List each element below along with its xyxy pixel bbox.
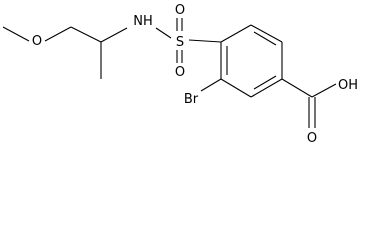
bond-carboxyl-oh: [311, 83, 337, 98]
bonds: [2, 18, 337, 128]
sulfonyl-oxygen-top-label: O: [175, 3, 185, 18]
bond-ring-carboxyl: [281, 78, 313, 98]
hydroxyl-label: OH: [338, 78, 358, 93]
ring-bond-c2-c3: [250, 24, 283, 43]
methoxy-oxygen-label: O: [32, 34, 42, 49]
bond-methoxy-o-ch2: [44, 26, 72, 42]
ring-double-top: [253, 31, 277, 46]
carbonyl-oxygen-label: O: [307, 131, 317, 146]
bond-ring-br: [200, 78, 222, 92]
bond-s-ring: [188, 39, 222, 43]
sulfonyl-oxygen-bottom-label: O: [175, 65, 185, 80]
atom-labels: O NH S O O Br OH O: [32, 3, 358, 146]
bond-methyl-methoxy-o: [2, 26, 30, 42]
bond-ch2-ch: [70, 26, 102, 43]
ring-bond-c4-c5: [250, 78, 283, 98]
ring-double-right: [253, 75, 277, 90]
bond-ch-nh: [100, 27, 128, 43]
structure-diagram: O NH S O O Br OH O: [2, 3, 358, 146]
sulfur-label: S: [176, 35, 184, 50]
ring-bond-c1-c2: [220, 24, 252, 43]
ring-bond-c5-c6: [220, 78, 252, 98]
bond-nh-s: [155, 27, 172, 39]
amine-nh-label: NH: [133, 14, 153, 29]
bromine-label: Br: [184, 92, 199, 107]
